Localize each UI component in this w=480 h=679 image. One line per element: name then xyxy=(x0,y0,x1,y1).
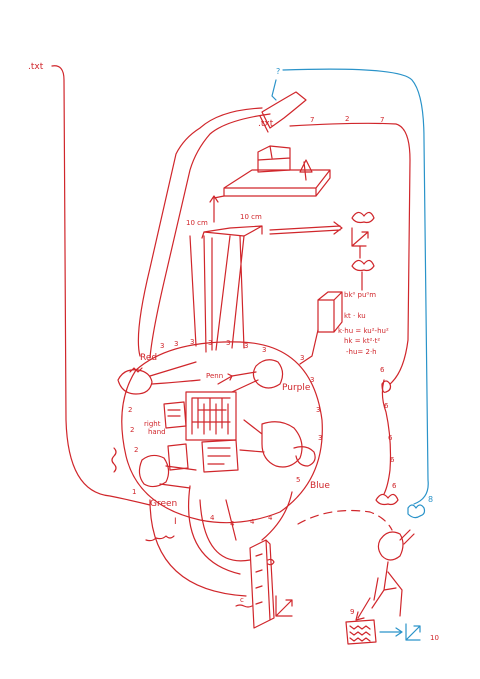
right-column-line xyxy=(381,379,392,495)
double-arrow-right xyxy=(269,221,343,235)
number-3-label: 3 xyxy=(310,376,314,384)
left-loop-line xyxy=(51,65,151,506)
player-blue-label: Blue xyxy=(310,481,330,491)
figure-down-arrow xyxy=(355,597,371,621)
player-red-figure xyxy=(117,361,201,395)
ribbon-swoop xyxy=(137,107,271,359)
lower-right-sweep xyxy=(261,491,293,541)
number-4-label: 4 xyxy=(268,514,273,522)
table-paper-left xyxy=(163,401,187,429)
number-1-label: 1 xyxy=(132,488,136,496)
number-3-label: 3 xyxy=(174,340,178,348)
number-3-label: 3 xyxy=(160,342,164,350)
door-corner-arrow xyxy=(275,595,293,617)
number-3-label: 3 xyxy=(318,434,322,442)
formula-cube xyxy=(317,291,343,333)
number-6-label: 6 xyxy=(380,366,385,374)
bird-shape-lower xyxy=(375,493,399,506)
number-3-label: 3 xyxy=(208,339,212,347)
table-to-door-line xyxy=(149,485,251,597)
txt-ribbon-banner xyxy=(259,91,307,133)
question-mark: ? xyxy=(276,67,280,76)
formula-top-text: bk⁰ pu⁰m xyxy=(344,291,376,299)
number-6-label: 6 xyxy=(392,482,397,490)
table-pointer-arrow xyxy=(217,373,233,385)
table-ellipse xyxy=(121,341,323,524)
measure-right-label: 10 cm xyxy=(240,213,262,221)
number-4-label: 4 xyxy=(250,518,255,526)
formula-box-text: kt · ku xyxy=(344,312,366,320)
small-tree-shape xyxy=(299,159,313,181)
number-2-label: 2 xyxy=(130,426,134,434)
number-10-label: 10 xyxy=(430,634,439,642)
measure-left-label: 10 cm xyxy=(186,219,208,227)
table-paper-bottom xyxy=(201,439,239,473)
door-knob xyxy=(267,558,275,566)
house-shape xyxy=(257,145,291,173)
player-blue-figure xyxy=(239,419,316,468)
table-maze-block xyxy=(185,391,237,441)
bird-shape-right xyxy=(381,380,392,393)
number-6-label: 6 xyxy=(388,434,393,442)
door-shape xyxy=(249,539,275,629)
scribble-arrow xyxy=(379,627,403,637)
bird-shape-top xyxy=(351,211,375,224)
player-red-label: Red xyxy=(140,353,157,363)
door-squiggle xyxy=(235,604,253,608)
number-2-label: 2 xyxy=(345,115,349,123)
number-3-label: 3 xyxy=(316,406,320,414)
number-3-label: 3 xyxy=(244,342,248,350)
blue-cloud-shape xyxy=(407,504,426,519)
corner-arrow-icon xyxy=(351,227,369,247)
penn-label: Penn xyxy=(206,372,223,380)
txt-label-banner: .txt xyxy=(258,119,274,129)
player-green-figure xyxy=(138,454,197,489)
formula-line-1: k·hu = ku²-hu² xyxy=(338,327,389,335)
number-9-label: 9 xyxy=(350,608,354,616)
platform-up-arrow xyxy=(209,195,225,223)
number-3-label: 3 xyxy=(226,339,230,347)
right-hand-label-2: hand xyxy=(148,428,166,436)
formula-connector xyxy=(299,329,319,365)
formula-line-2: hk = kt²·t² xyxy=(344,337,380,345)
scribble-block xyxy=(345,619,377,645)
blue-path-line xyxy=(282,68,429,505)
number-3-label: 3 xyxy=(190,338,194,346)
player-purple-figure xyxy=(231,359,284,393)
prism-column-lines xyxy=(189,235,245,353)
c-label: c xyxy=(240,596,244,604)
number-5-label: 5 xyxy=(296,476,300,484)
table-small-block xyxy=(167,443,189,471)
top-arc-line xyxy=(289,122,411,385)
number-3-label: 3 xyxy=(262,346,266,354)
player-purple-label: Purple xyxy=(282,383,311,393)
bottom-corner-arrow xyxy=(405,623,421,641)
number-2-label: 2 xyxy=(134,446,138,454)
right-hand-label-1: right xyxy=(144,420,161,428)
number-8-label: 8 xyxy=(428,495,433,504)
standing-figure xyxy=(371,529,415,617)
number-4-label: 4 xyxy=(210,514,215,522)
dashed-path xyxy=(297,509,393,531)
number-6-label: 6 xyxy=(390,456,395,464)
number-2-label: 2 xyxy=(128,406,132,414)
player-green-label: Green xyxy=(150,499,177,509)
prism-top xyxy=(201,225,263,239)
number-6-label: 6 xyxy=(384,402,389,410)
bottom-left-squiggle xyxy=(145,535,175,542)
bird-shape-middle xyxy=(351,259,375,272)
roman-one-label: I xyxy=(174,517,177,527)
formula-line-3: -hu= 2·h xyxy=(346,348,377,356)
left-note-squiggle xyxy=(111,447,117,473)
number-7a-label: 7 xyxy=(310,116,314,124)
blue-tiny-arrow xyxy=(271,79,277,101)
txt-label-top-left: .txt xyxy=(28,62,44,72)
number-7b-label: 7 xyxy=(380,116,384,124)
platform-block xyxy=(223,169,331,197)
number-3-label: 3 xyxy=(300,354,304,362)
